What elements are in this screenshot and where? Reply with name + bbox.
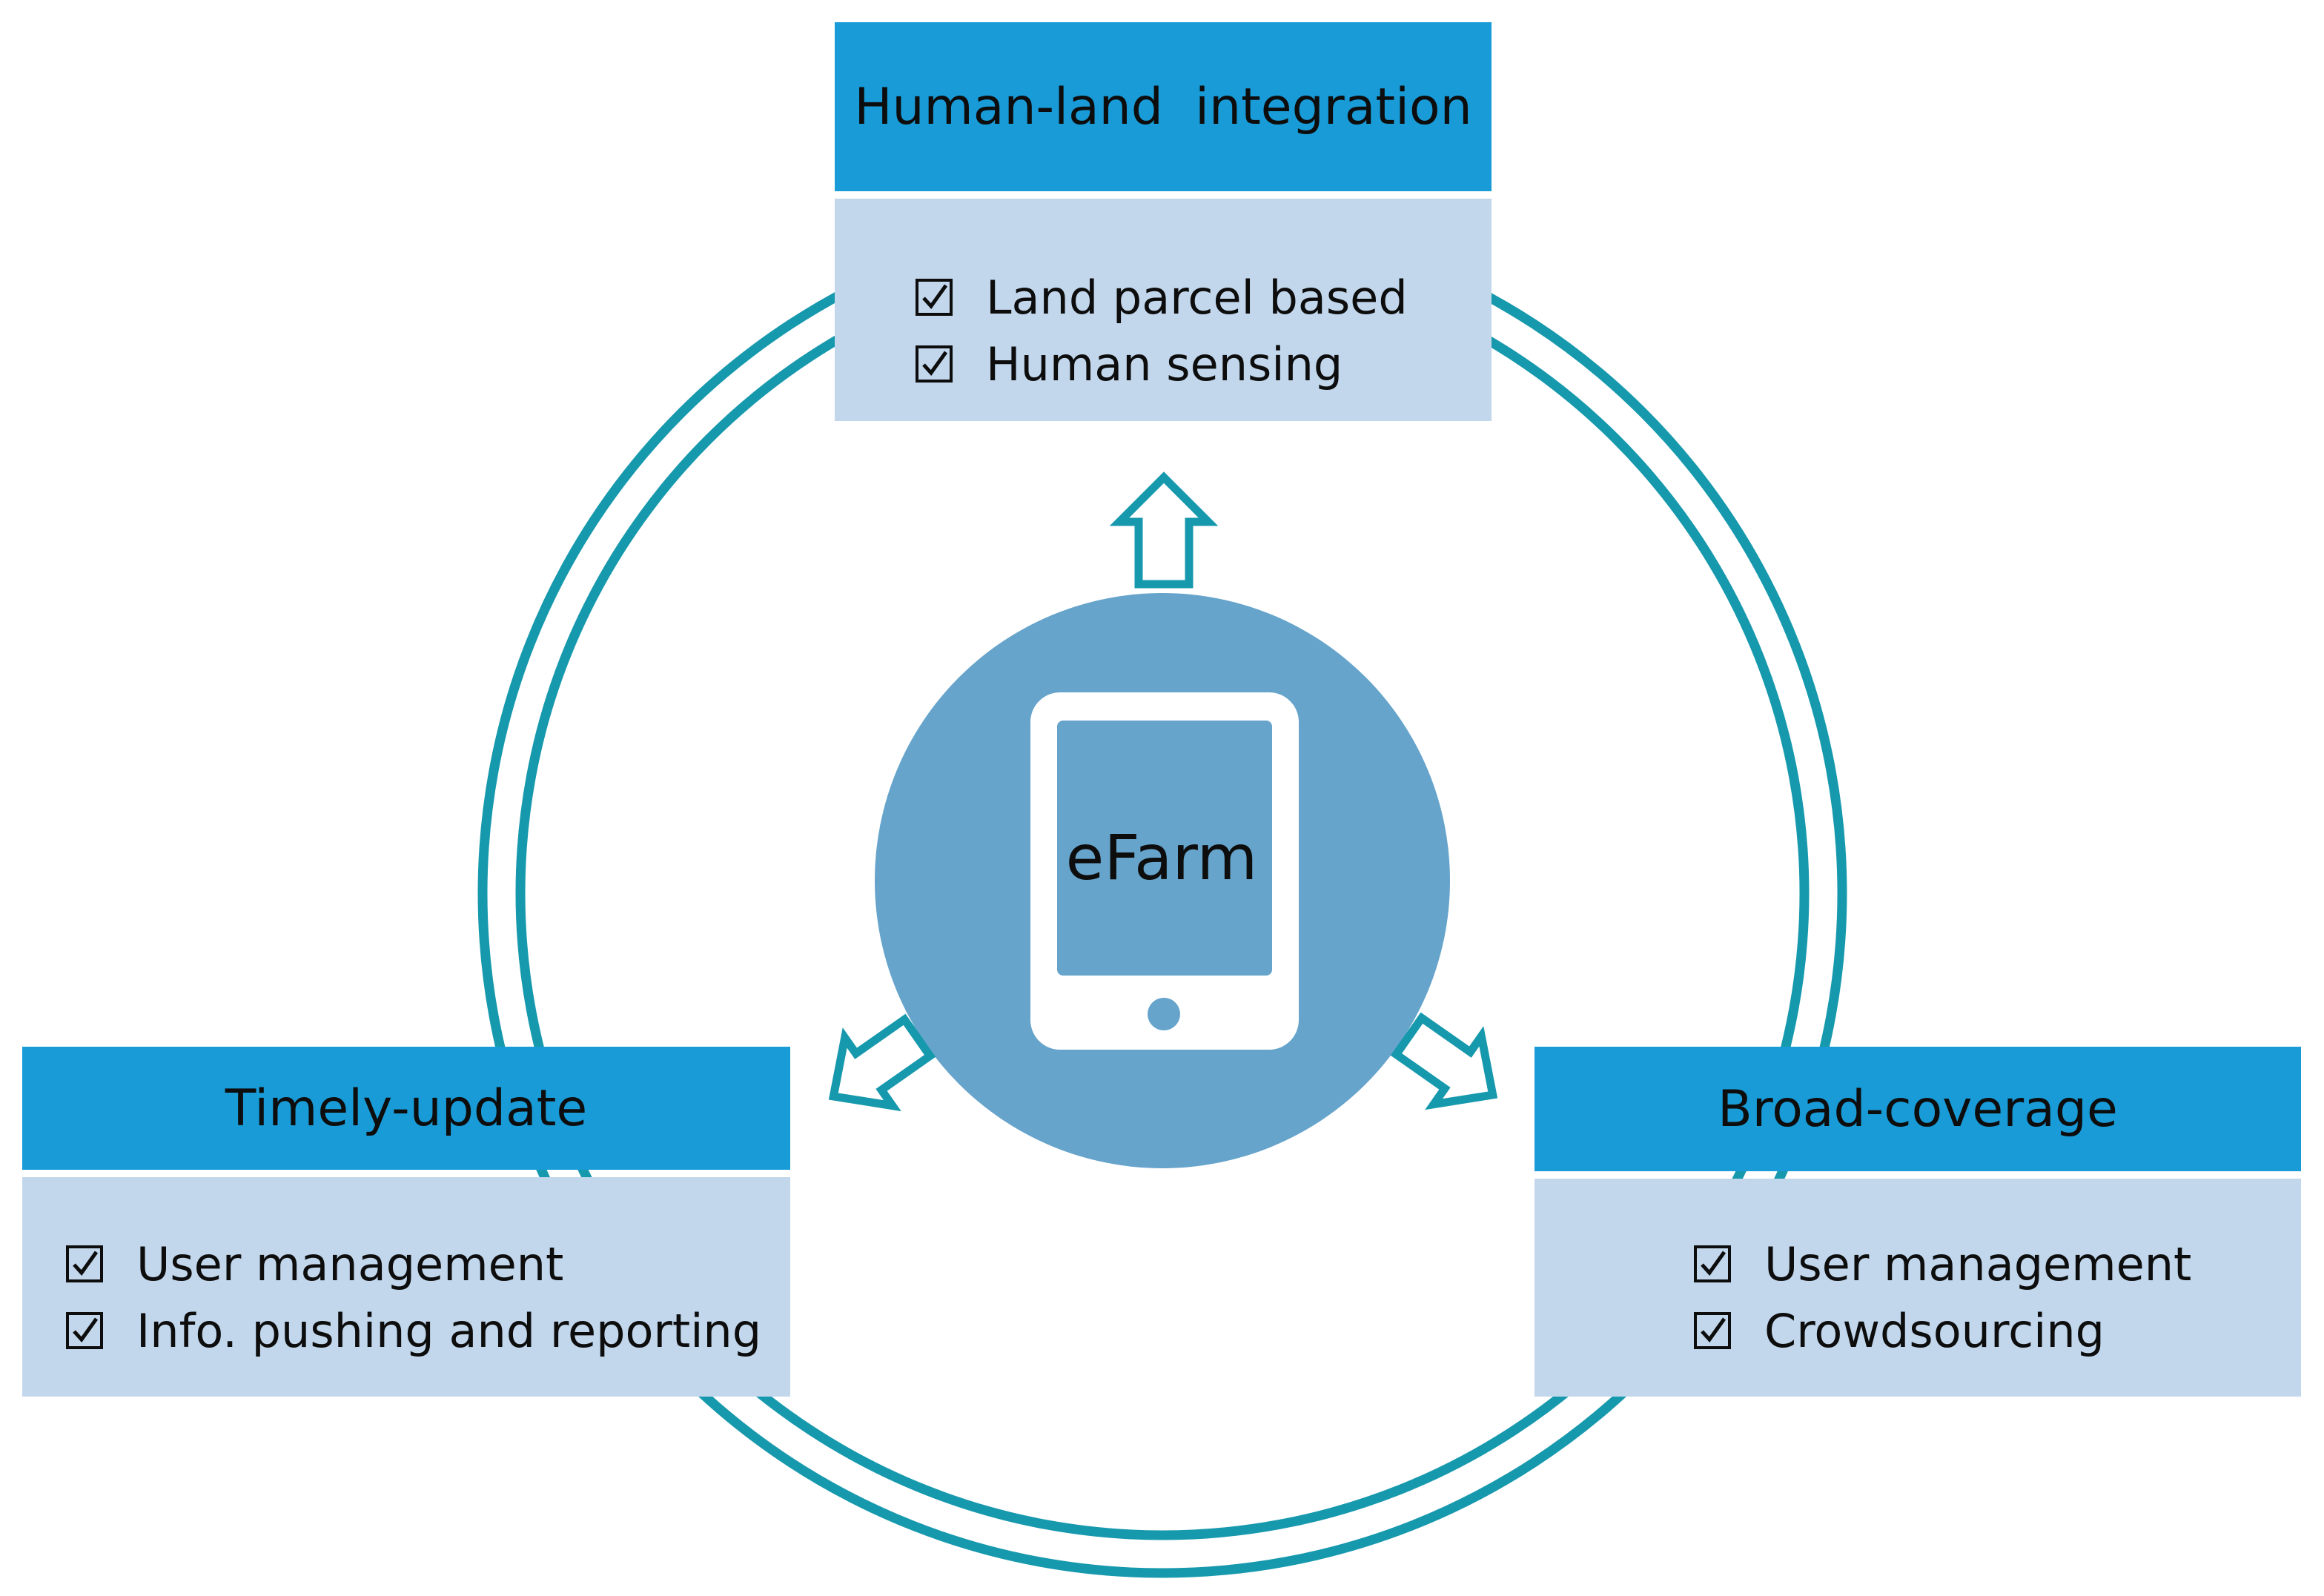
panel-timely-update: Timely-update User management Info. push… bbox=[22, 1047, 790, 1397]
checkbox-checked-icon bbox=[66, 1245, 103, 1282]
tablet-icon bbox=[1030, 692, 1299, 1050]
list-item: Crowdsourcing bbox=[1693, 1297, 2105, 1364]
panel-title: Timely-update bbox=[22, 1047, 790, 1170]
list-item-label: User management bbox=[1764, 1236, 2192, 1291]
checkbox-checked-icon bbox=[1694, 1312, 1731, 1349]
panel-body: Land parcel based Human sensing bbox=[835, 199, 1492, 421]
list-item: Info. pushing and reporting bbox=[65, 1297, 761, 1364]
list-item: Land parcel based bbox=[915, 264, 1408, 331]
center-label: eFarm bbox=[1065, 821, 1258, 894]
list-item-label: Land parcel based bbox=[986, 270, 1408, 325]
panel-body: User management Info. pushing and report… bbox=[22, 1177, 790, 1397]
list-item-label: Crowdsourcing bbox=[1764, 1303, 2105, 1358]
checkbox-checked-icon bbox=[1694, 1245, 1731, 1282]
list-item: Human sensing bbox=[915, 331, 1343, 397]
checkbox-checked-icon bbox=[916, 279, 953, 316]
panel-title: Broad-coverage bbox=[1535, 1047, 2301, 1171]
list-item: User management bbox=[65, 1231, 563, 1297]
list-item-label: Info. pushing and reporting bbox=[136, 1303, 762, 1358]
list-item-label: User management bbox=[136, 1236, 564, 1291]
checkbox-checked-icon bbox=[66, 1312, 103, 1349]
panel-body: User management Crowdsourcing bbox=[1535, 1179, 2301, 1397]
panel-title: Human-land integration bbox=[835, 22, 1492, 191]
list-item: User management bbox=[1693, 1231, 2191, 1297]
checkbox-checked-icon bbox=[916, 345, 953, 383]
list-item-label: Human sensing bbox=[986, 337, 1343, 391]
panel-human-land-integration: Human-land integration Land parcel based… bbox=[835, 22, 1492, 421]
panel-broad-coverage: Broad-coverage User management Crowdsour… bbox=[1535, 1047, 2301, 1397]
